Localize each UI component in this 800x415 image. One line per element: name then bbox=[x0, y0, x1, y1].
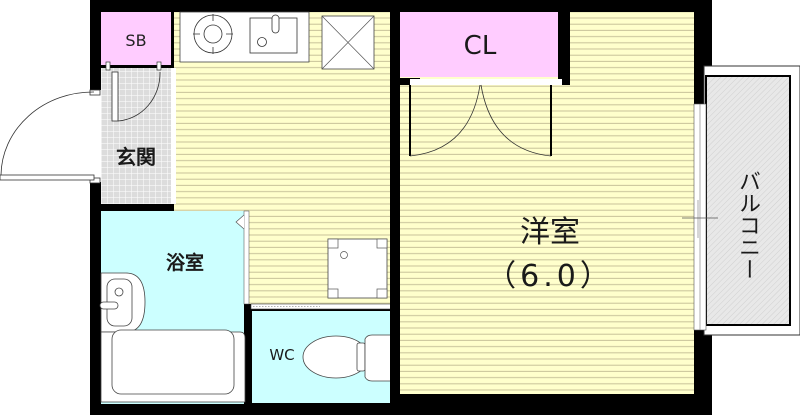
balcony-label: バルコニー bbox=[735, 170, 760, 280]
shoe-box bbox=[101, 12, 171, 65]
genkan-floor bbox=[101, 68, 171, 204]
closet-label: CL bbox=[463, 31, 497, 61]
western-room-size: （6.0） bbox=[486, 259, 614, 294]
wash-basin-icon bbox=[99, 272, 146, 333]
balcony bbox=[703, 65, 800, 336]
closet bbox=[400, 12, 558, 77]
refrigerator-space-icon bbox=[321, 15, 375, 70]
kitchen-counter bbox=[179, 11, 310, 63]
western-room-label: 洋室 bbox=[520, 215, 580, 250]
sliding-window-icon bbox=[682, 103, 718, 331]
toilet-icon bbox=[302, 334, 392, 382]
closet-double-doors-icon bbox=[409, 84, 552, 157]
genkan-label: 玄関 bbox=[116, 145, 156, 169]
bathroom-label: 浴室 bbox=[165, 252, 204, 274]
bathtub-icon bbox=[100, 329, 246, 403]
wc-label: WC bbox=[269, 346, 295, 364]
gas-stove-icon bbox=[193, 14, 233, 54]
sink-icon bbox=[249, 14, 298, 54]
entry-door bbox=[0, 174, 95, 181]
shoe-box-label: SB bbox=[125, 31, 147, 50]
washing-machine-pan-icon bbox=[327, 238, 388, 299]
